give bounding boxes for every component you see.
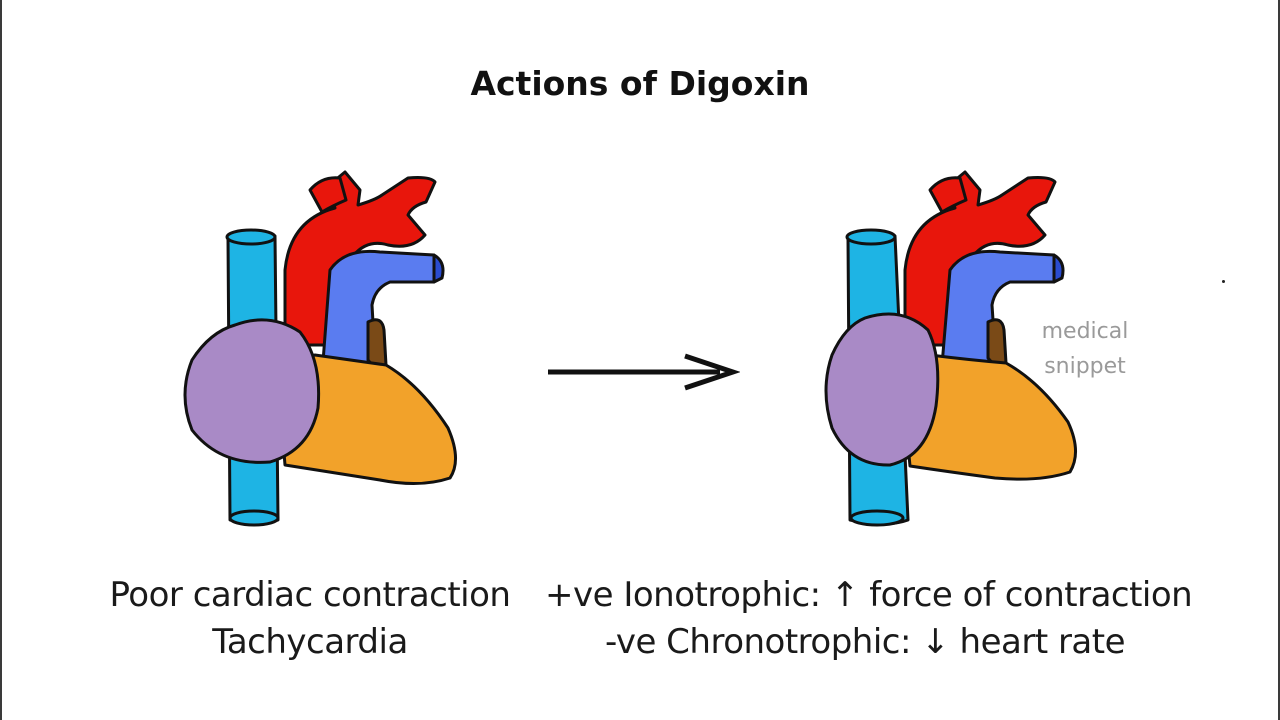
watermark: medical snippet (1035, 314, 1135, 384)
left-auricle (986, 318, 1008, 367)
right-atrium (183, 318, 321, 464)
stray-dot (1222, 280, 1225, 283)
aorta-branch (928, 176, 968, 214)
caption-after-line-1: +ve Ionotrophic: ↑ force of contraction (545, 575, 1193, 615)
left-border (0, 0, 2, 720)
caption-after: +ve Ionotrophic: ↑ force of contraction … (545, 572, 1193, 666)
vena-cava-top (845, 228, 897, 246)
aorta (903, 170, 1057, 347)
ventricle (276, 353, 457, 486)
aorta-branch (308, 176, 348, 214)
watermark-line-2: snippet (1044, 354, 1126, 379)
right-arrow-icon (548, 353, 740, 391)
vena-cava-top (225, 228, 277, 246)
vena-cava-bottom (228, 509, 280, 527)
heart-illustration-after (824, 170, 1077, 527)
right-atrium (824, 312, 940, 467)
pulmonary-cap (432, 253, 445, 284)
slide-title: Actions of Digoxin (470, 64, 810, 103)
caption-after-line-2: -ve Chronotrophic: ↓ heart rate (604, 622, 1126, 662)
heart-illustration-before (183, 170, 457, 527)
ventricle (900, 353, 1077, 481)
watermark-line-1: medical (1041, 319, 1129, 344)
right-border (1278, 0, 1280, 720)
vena-cava-bottom (849, 509, 905, 527)
caption-before: Poor cardiac contraction Tachycardia (80, 572, 540, 666)
pulmonary-cap (1052, 253, 1065, 284)
aorta (283, 170, 437, 347)
caption-before-line-1: Poor cardiac contraction (109, 575, 511, 615)
caption-before-line-2: Tachycardia (212, 622, 408, 662)
left-auricle (366, 318, 388, 369)
